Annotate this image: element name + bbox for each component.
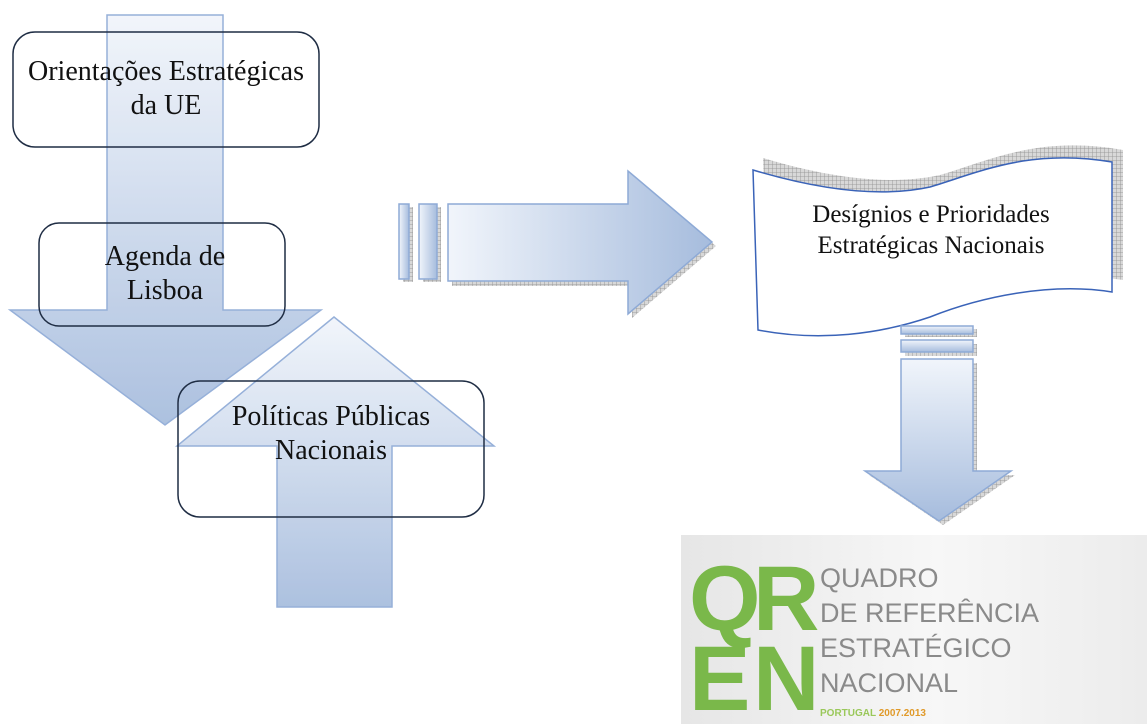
striped-right-arrow [398, 169, 716, 318]
logo-line-3: ESTRATÉGICO [820, 633, 1012, 663]
down-arrow [7, 14, 324, 426]
eu-orientations-label: Orientações Estratégicas da UE [28, 56, 304, 122]
qren-logo: Q R E N QUADRO DE REFERÊNCIA ESTRATÉGICO… [681, 535, 1147, 724]
logo-line-2: DE REFERÊNCIA [820, 598, 1040, 628]
national-priorities-banner [752, 145, 1123, 337]
logo-letter-e: E [689, 628, 751, 724]
national-priorities-label: Desígnios e Prioridades Estratégicas Nac… [812, 201, 1050, 259]
logo-letter-r: R [753, 548, 820, 650]
logo-letter-q: Q [689, 548, 761, 650]
striped-down-arrow [862, 325, 1015, 525]
eu-orientations-box [12, 31, 320, 148]
lisbon-agenda-label: Agenda de Lisboa [104, 241, 226, 307]
logo-tag-prefix: PORTUGAL [820, 708, 879, 719]
national-policies-label: Políticas Públicas Nacionais [231, 401, 431, 467]
logo-tag-years: 2007.2013 [878, 708, 926, 719]
logo-letter-n: N [753, 628, 820, 724]
logo-tagline: PORTUGAL 2007.2013 [820, 708, 926, 719]
logo-line-1: QUADRO [820, 563, 939, 593]
national-policies-box [177, 380, 485, 518]
lisbon-agenda-box [38, 222, 286, 327]
logo-line-4: NACIONAL [820, 668, 959, 698]
